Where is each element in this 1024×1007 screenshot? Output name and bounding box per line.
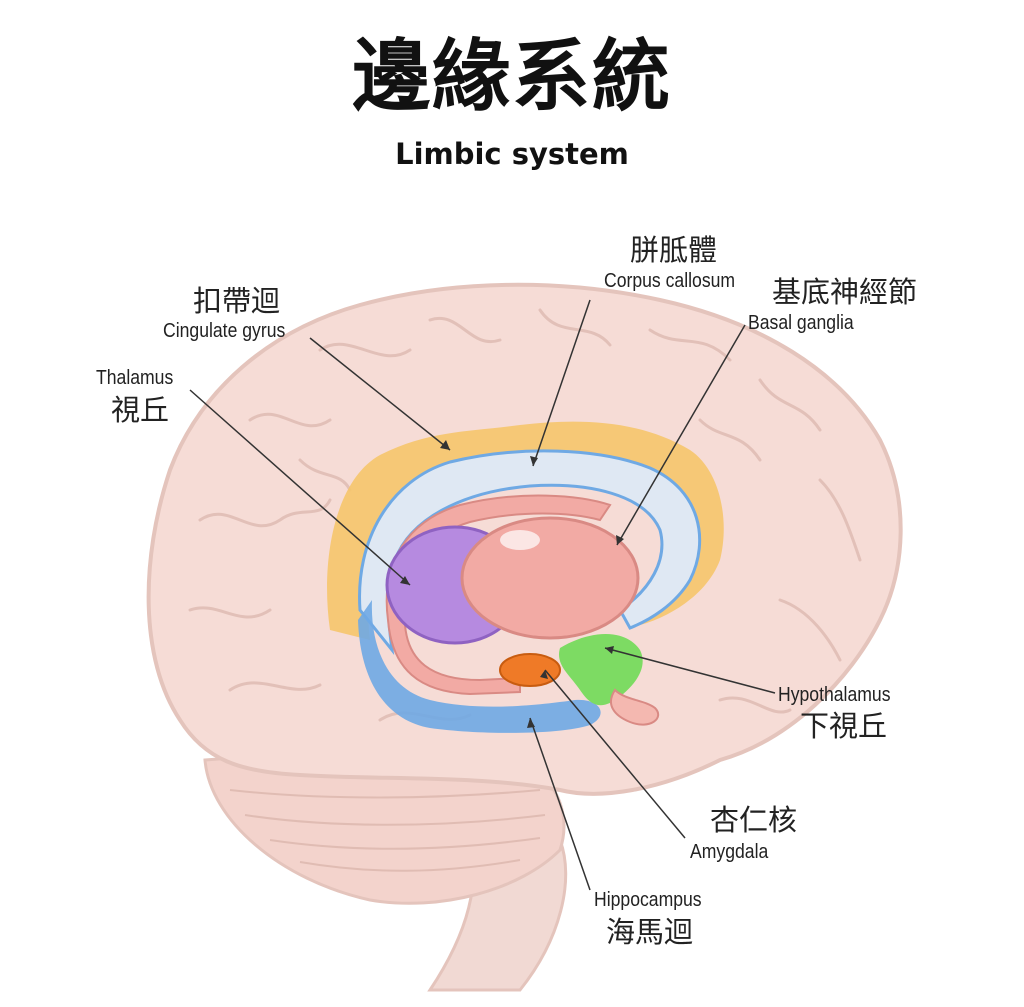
- label-corpus-callosum-en: Corpus callosum: [604, 270, 736, 292]
- basal-ganglia-highlight: [500, 530, 540, 550]
- leader-arrowheads: [400, 440, 624, 728]
- label-thalamus-en: Thalamus: [96, 367, 174, 389]
- cerebellum-folds: [229, 789, 546, 872]
- arrow-cingulate-gyrus: [440, 440, 450, 450]
- leader-corpus-callosum: [532, 299, 591, 467]
- label-hippocampus-en: Hippocampus: [594, 889, 702, 911]
- label-amygdala-zh: 杏仁核: [710, 803, 798, 837]
- label-basal-ganglia-en: Basal ganglia: [748, 312, 854, 334]
- arrow-amygdala: [540, 670, 548, 679]
- fornix: [385, 494, 612, 696]
- label-cingulate-gyrus-en: Cingulate gyrus: [163, 320, 286, 342]
- arrow-hypothalamus: [605, 646, 614, 654]
- title-chinese: 邊緣系統: [351, 32, 672, 122]
- label-thalamus-zh: 視丘: [111, 393, 170, 427]
- leader-hypothalamus: [604, 647, 776, 694]
- arrow-corpus-callosum: [530, 456, 538, 466]
- label-hippocampus-zh: 海馬迴: [606, 915, 694, 949]
- label-corpus-callosum-zh: 胼胝體: [630, 233, 718, 267]
- label-hypothalamus-en: Hypothalamus: [778, 684, 891, 706]
- hippocampus: [358, 600, 601, 733]
- label-cingulate-gyrus-zh: 扣帶迴: [193, 284, 281, 318]
- arrow-thalamus: [400, 576, 410, 585]
- leader-thalamus: [189, 389, 411, 586]
- label-amygdala-en: Amygdala: [690, 841, 769, 863]
- leader-lines: [189, 299, 776, 891]
- arrow-basal-ganglia: [616, 535, 624, 545]
- amygdala: [499, 653, 561, 687]
- basal-ganglia: [460, 516, 640, 640]
- leader-amygdala: [544, 669, 686, 839]
- arrow-hippocampus: [527, 718, 535, 728]
- pituitary: [610, 688, 660, 726]
- leader-basal-ganglia: [616, 324, 746, 546]
- title-english: Limbic system: [395, 137, 629, 171]
- leader-hippocampus: [529, 717, 591, 891]
- leader-cingulate-gyrus: [309, 337, 451, 451]
- label-hypothalamus-zh: 下視丘: [800, 709, 888, 743]
- label-basal-ganglia-zh: 基底神經節: [772, 275, 918, 309]
